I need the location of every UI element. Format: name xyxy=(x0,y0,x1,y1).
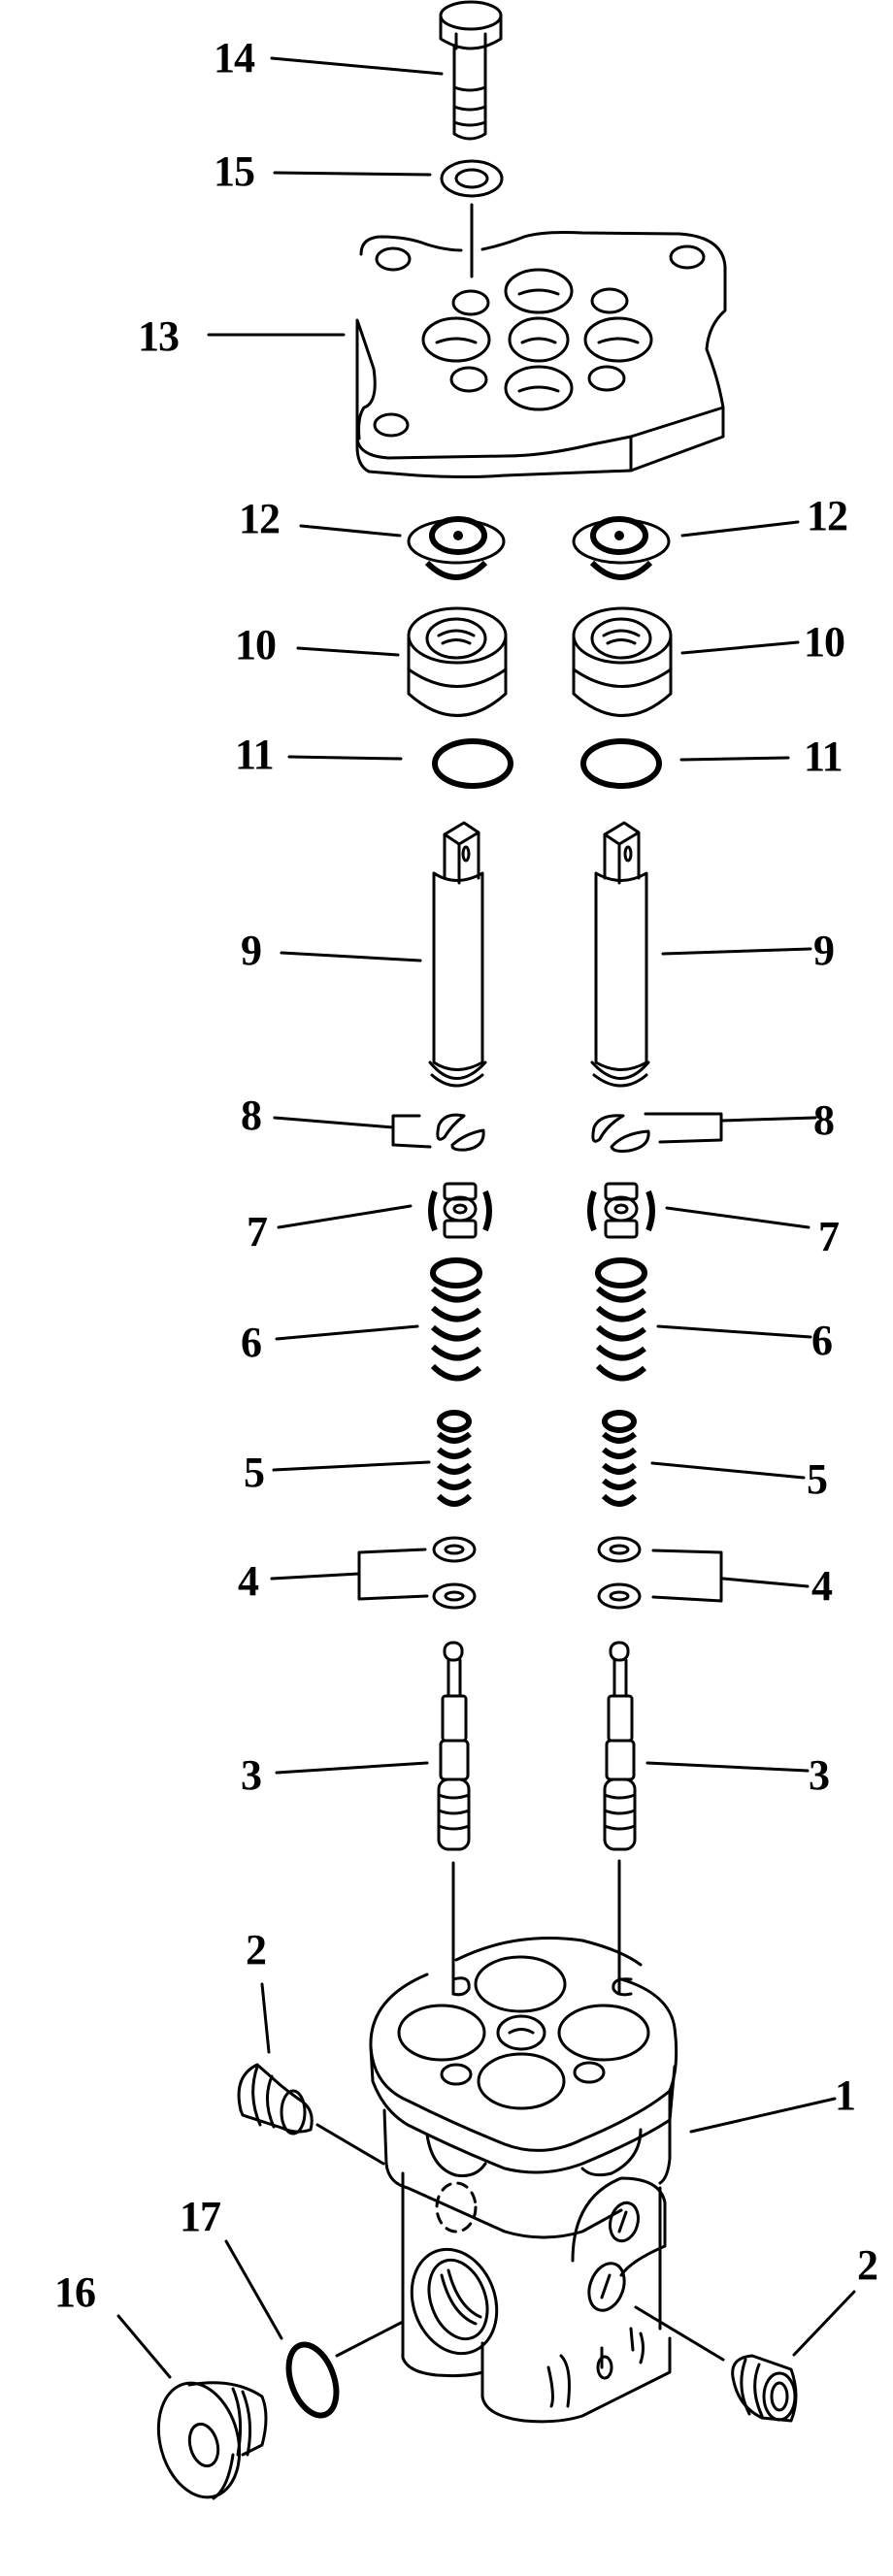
leader-2-left xyxy=(260,1982,271,2054)
cap-part-12-right xyxy=(572,516,671,580)
leader-12-right xyxy=(680,520,800,538)
callout-11-right: 11 xyxy=(804,733,843,780)
spool-part-3-right xyxy=(603,1641,637,1851)
callout-16: 16 xyxy=(54,2268,96,2316)
callout-1: 1 xyxy=(835,2071,856,2119)
callout-15: 15 xyxy=(214,147,255,195)
leader-1 xyxy=(689,2097,837,2134)
leader-5-right xyxy=(650,1461,806,1480)
leader-10-right xyxy=(680,640,800,655)
retainer-part-7-left xyxy=(428,1182,492,1239)
leader-4-left xyxy=(270,1548,429,1601)
bushing-part-10-left xyxy=(407,606,508,717)
callout-9-left: 9 xyxy=(241,927,262,974)
callout-4-right: 4 xyxy=(811,1562,833,1610)
leader-12-left xyxy=(299,524,402,538)
callout-6-left: 6 xyxy=(241,1319,262,1366)
leader-7-right xyxy=(665,1206,810,1229)
leader-7-left xyxy=(277,1204,413,1229)
callout-7-right: 7 xyxy=(818,1213,840,1260)
cap-part-12-left xyxy=(407,516,506,580)
leader-6-right xyxy=(656,1324,812,1339)
leader-5-left xyxy=(272,1460,431,1472)
o-ring-part-17 xyxy=(285,2341,340,2419)
leader-16 xyxy=(116,2314,172,2379)
spring-part-6-left xyxy=(430,1257,482,1382)
plate-part-13 xyxy=(355,231,727,478)
leader-17-body xyxy=(335,2320,405,2358)
shim-part-4-right xyxy=(597,1536,642,1610)
callout-5-left: 5 xyxy=(244,1449,265,1496)
leader-2-right xyxy=(792,2290,856,2357)
callout-2-right: 2 xyxy=(857,2241,878,2289)
leader-2-left-body xyxy=(315,2123,385,2166)
leader-9-right xyxy=(661,947,812,956)
valve-body-part-1 xyxy=(369,1937,678,2424)
bushing-part-10-right xyxy=(572,606,673,717)
o-ring-part-11-right xyxy=(580,738,662,789)
leader-11-left xyxy=(287,755,403,761)
leader-3-right xyxy=(645,1761,810,1773)
callout-12-right: 12 xyxy=(807,492,848,539)
spring-part-6-right xyxy=(595,1257,647,1382)
leader-17 xyxy=(224,2239,283,2340)
retainer-part-7-right xyxy=(587,1182,655,1239)
spool-part-3-left xyxy=(437,1641,471,1851)
leader-8-right xyxy=(644,1112,817,1144)
o-ring-part-11-left xyxy=(432,738,513,789)
callout-3-right: 3 xyxy=(809,1751,830,1799)
leader-8-left xyxy=(273,1114,432,1149)
shim-part-4-left xyxy=(432,1536,477,1610)
piston-part-9-left xyxy=(428,821,487,1088)
washer-part-15 xyxy=(440,159,504,198)
plug-part-2-left xyxy=(237,2063,314,2136)
leader-3-left xyxy=(275,1761,429,1775)
plug-part-16 xyxy=(156,2381,268,2500)
callout-6-right: 6 xyxy=(811,1317,833,1364)
leader-15 xyxy=(273,171,432,177)
callout-4-left: 4 xyxy=(238,1557,259,1605)
callout-12-left: 12 xyxy=(239,495,281,542)
plug-part-2-right xyxy=(731,2354,798,2423)
callout-11-left: 11 xyxy=(235,731,275,778)
leader-9-left xyxy=(280,951,422,962)
callout-14: 14 xyxy=(214,34,255,82)
leader-6-left xyxy=(275,1324,419,1341)
callout-8-left: 8 xyxy=(241,1092,262,1139)
leader-11-right xyxy=(679,756,790,762)
piston-part-9-right xyxy=(590,821,650,1088)
leader-10-left xyxy=(296,646,400,657)
callout-13: 13 xyxy=(138,312,180,360)
collet-part-8-left xyxy=(436,1113,485,1152)
bolt-part-14 xyxy=(439,0,503,141)
callout-17: 17 xyxy=(180,2193,221,2240)
callout-7-left: 7 xyxy=(247,1208,268,1255)
callout-2-left: 2 xyxy=(246,1926,267,1973)
callout-10-left: 10 xyxy=(235,621,277,668)
callout-5-right: 5 xyxy=(807,1455,828,1503)
callout-8-right: 8 xyxy=(813,1096,835,1144)
callout-10-right: 10 xyxy=(804,618,845,666)
leader-4-right xyxy=(651,1549,810,1603)
collet-part-8-right xyxy=(591,1114,650,1153)
callout-9-right: 9 xyxy=(813,927,835,974)
leader-14 xyxy=(270,56,444,76)
spring-part-5-left xyxy=(436,1410,473,1507)
spring-part-5-right xyxy=(601,1410,638,1507)
callout-3-left: 3 xyxy=(241,1751,262,1799)
leader-2-right-body xyxy=(634,2305,725,2362)
